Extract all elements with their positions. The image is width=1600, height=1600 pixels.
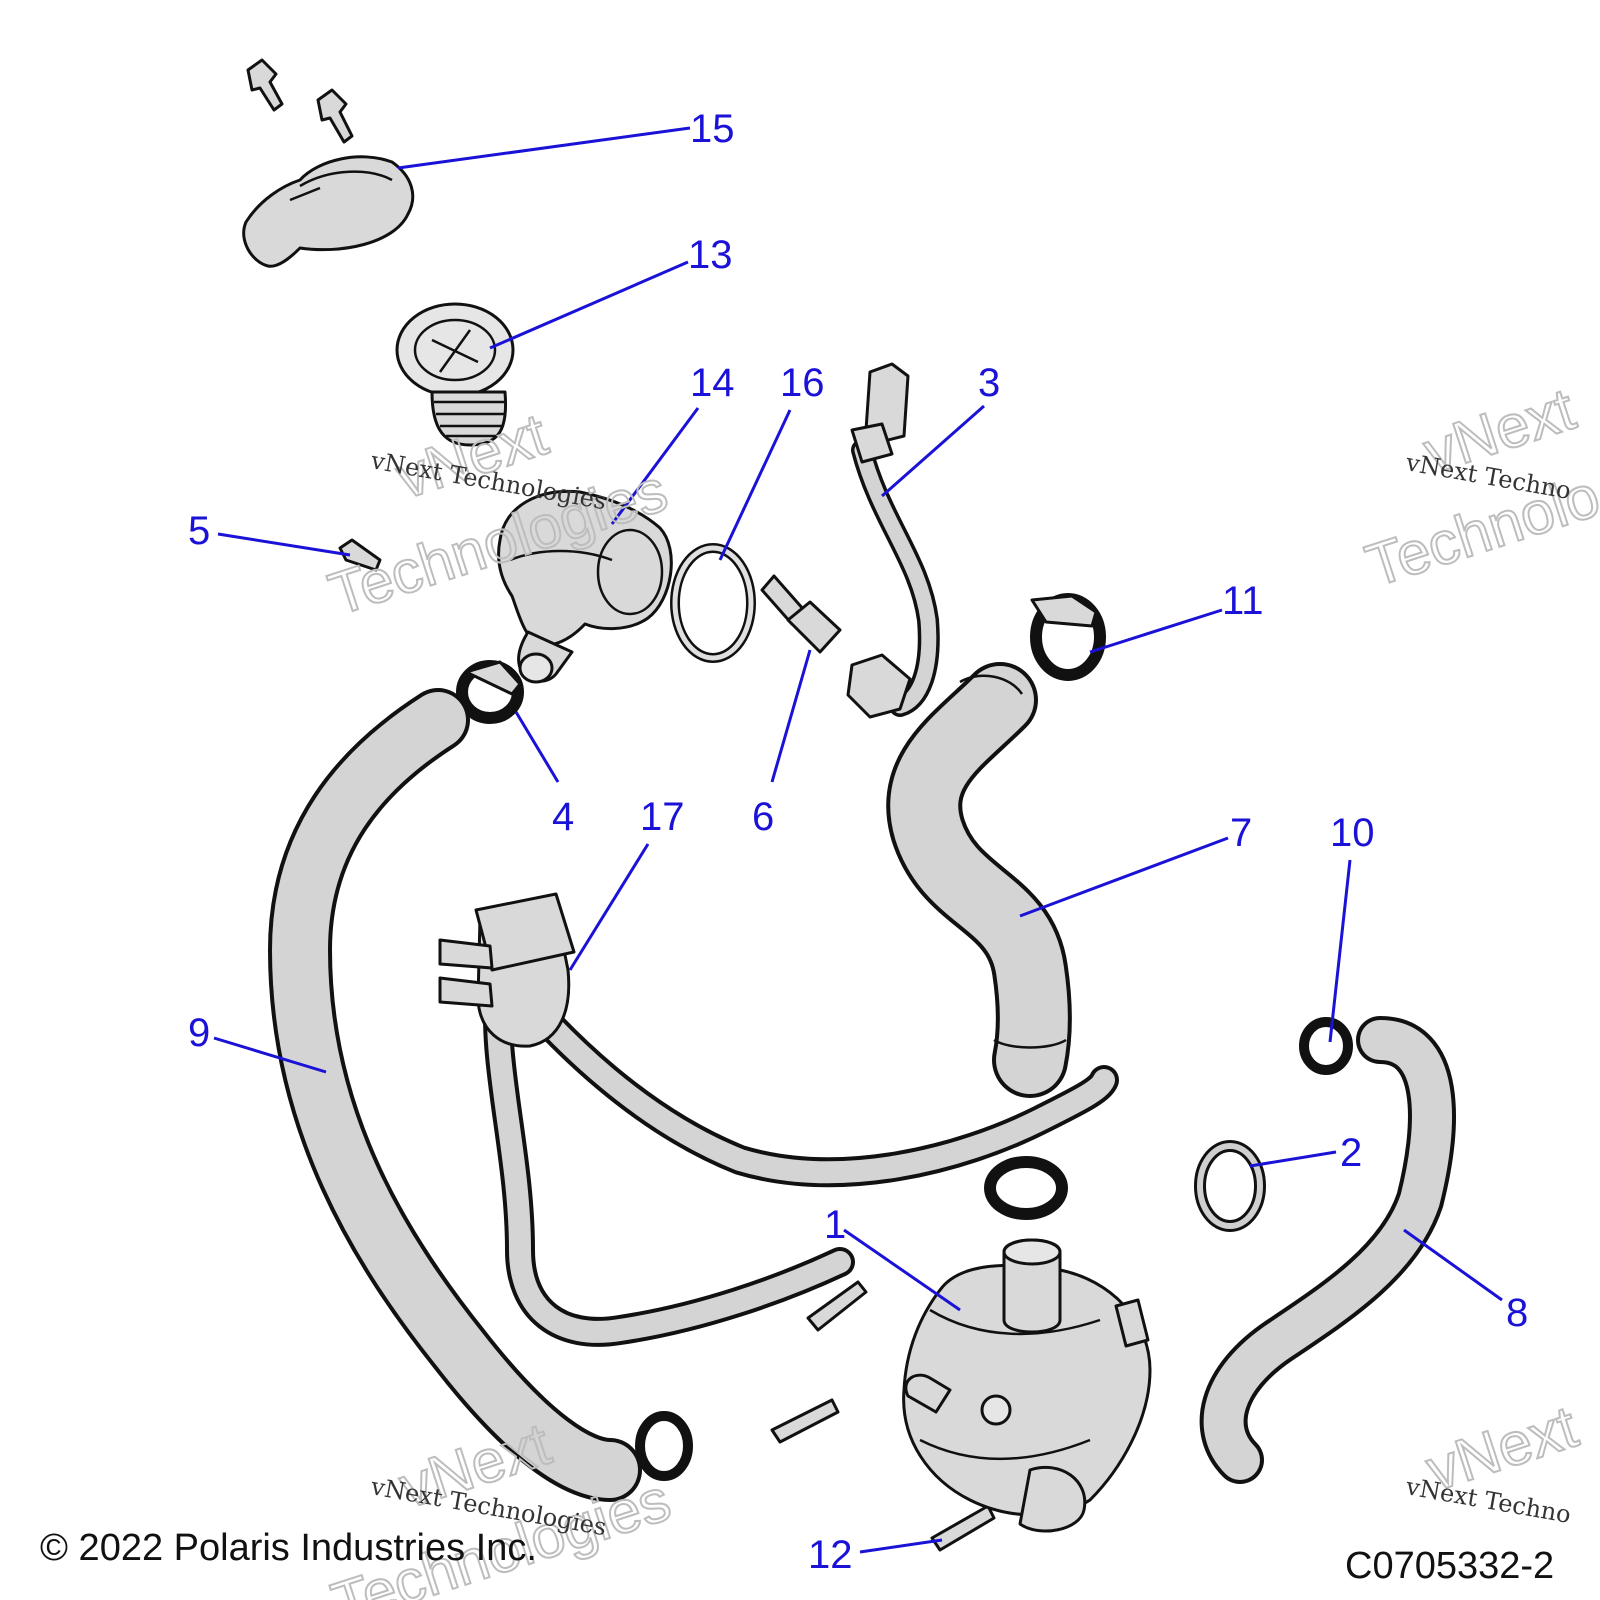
- temperature-sensor: [760, 574, 842, 654]
- callout-15: 15: [690, 107, 735, 151]
- leader-9: [213, 1036, 327, 1074]
- leader-17: [568, 843, 650, 971]
- callout-5: 5: [188, 509, 210, 553]
- leader-7: [1019, 836, 1229, 918]
- long-coolant-hose-9: [268, 688, 642, 1502]
- thermostat-housing: [497, 489, 673, 684]
- leader-4: [514, 711, 560, 783]
- copyright-text: © 2022 Polaris Industries Inc.: [40, 1527, 537, 1569]
- callout-3: 3: [978, 361, 1000, 405]
- callout-1: 1: [824, 1203, 846, 1247]
- callout-9: 9: [188, 1011, 210, 1055]
- leader-16: [718, 409, 792, 561]
- leader-12: [859, 1538, 943, 1554]
- thermostat-cover: [242, 58, 415, 268]
- leader-11: [1089, 608, 1223, 654]
- upper-radiator-hose: [886, 662, 1072, 1098]
- leader-lines: [213, 126, 1503, 1554]
- callout-6: 6: [752, 795, 774, 839]
- hose-clamp-lower: [635, 1156, 1068, 1481]
- leader-10: [1328, 859, 1352, 1043]
- leader-2: [1249, 1150, 1337, 1168]
- callout-7: 7: [1230, 811, 1252, 855]
- sensor-harness: [846, 362, 940, 719]
- thermostat: [395, 302, 515, 447]
- callout-16: 16: [780, 361, 825, 405]
- callout-10: 10: [1330, 811, 1375, 855]
- callout-8: 8: [1506, 1291, 1528, 1335]
- leader-15: [397, 126, 691, 170]
- mounting-bolts: [770, 1280, 996, 1552]
- filler-neck: [438, 892, 1119, 1347]
- bleeder-fitting: [338, 538, 382, 572]
- hose-clamp-4: [456, 660, 524, 724]
- gasket: [1194, 1140, 1266, 1232]
- leader-5: [217, 532, 351, 557]
- callout-13: 13: [688, 233, 733, 277]
- callout-17: 17: [640, 795, 685, 839]
- leader-14: [610, 407, 700, 525]
- diagram-code: C0705332-2: [1345, 1545, 1554, 1587]
- leader-6: [770, 649, 812, 783]
- bypass-hose: [1199, 1016, 1456, 1484]
- callout-14: 14: [690, 361, 735, 405]
- callout-labels: 15 13 14 16 3 5 11 4 17 6 7 10 9 2 1 8 1…: [188, 107, 1528, 1577]
- water-pump: [902, 1238, 1152, 1533]
- callout-2: 2: [1340, 1131, 1362, 1175]
- o-ring: [670, 543, 756, 663]
- callout-11: 11: [1222, 579, 1264, 623]
- leader-13: [489, 260, 689, 350]
- leader-1: [843, 1228, 961, 1312]
- leader-8: [1403, 1228, 1503, 1302]
- leader-3: [881, 404, 985, 498]
- hose-clamp-11: [1030, 593, 1106, 681]
- hose-clamp-10: [1299, 1017, 1353, 1075]
- callout-12: 12: [808, 1533, 853, 1577]
- callout-4: 4: [552, 795, 574, 839]
